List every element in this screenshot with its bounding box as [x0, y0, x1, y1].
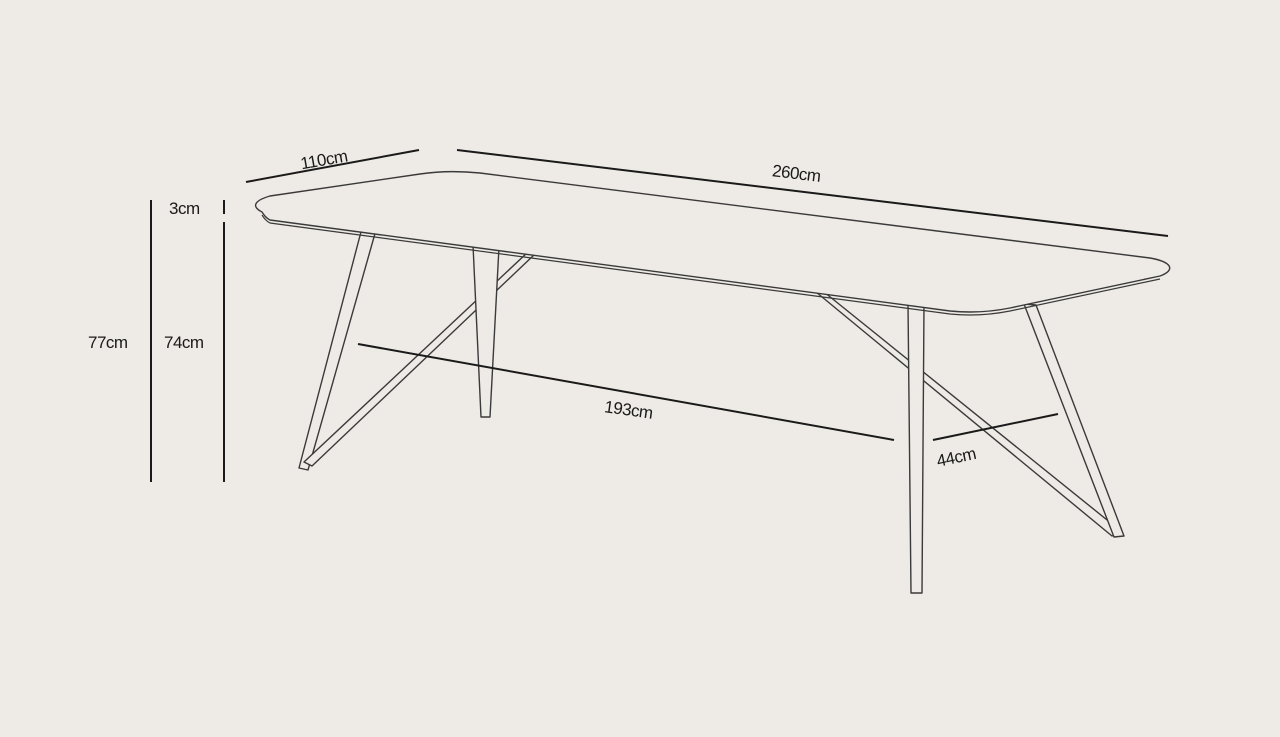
table-legs: [298, 227, 1125, 594]
leg-span-length-label: 193cm: [603, 397, 654, 423]
total-height-label: 77cm: [88, 333, 128, 352]
length-dim-line: [456, 149, 1169, 237]
leg-span-width-dim-line: [932, 413, 1059, 441]
width-dim-line: [245, 149, 420, 183]
dimension-lines: [150, 149, 1169, 482]
leg-height-label: 74cm: [164, 333, 204, 352]
right-front-leg: [907, 303, 925, 594]
leg-span-width-label: 44cm: [935, 444, 978, 471]
left-rear-leg: [472, 244, 500, 418]
right-rear-leg: [1023, 303, 1125, 538]
length-label: 260cm: [771, 161, 822, 186]
table-top-edge: [261, 214, 1161, 316]
table-top: [254, 170, 1171, 316]
leg-span-length-dim-line: [357, 343, 895, 441]
thickness-label: 3cm: [169, 199, 200, 218]
width-label: 110cm: [299, 146, 349, 173]
